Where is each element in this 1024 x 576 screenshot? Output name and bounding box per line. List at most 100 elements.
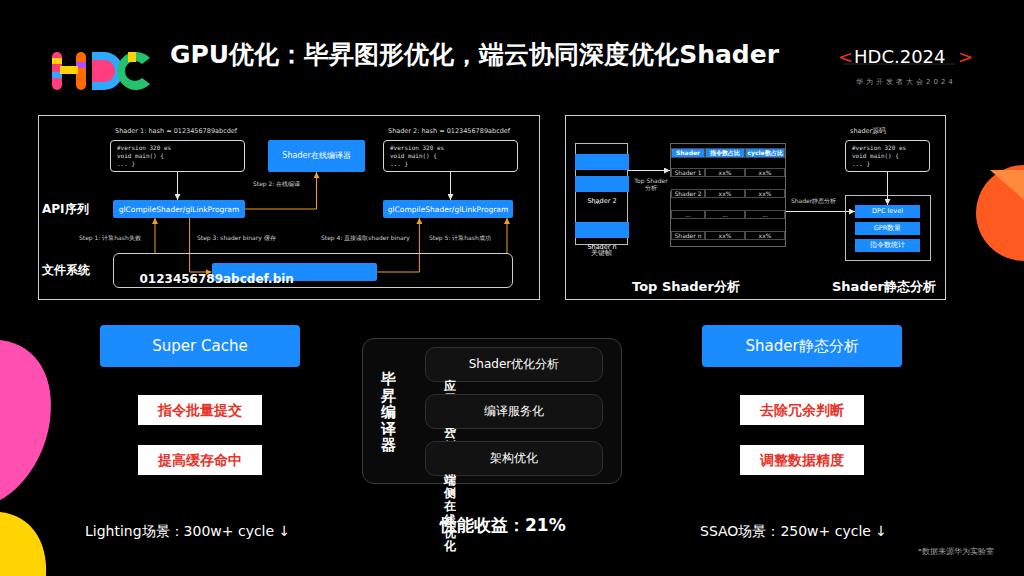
orange-shape [990,170,1024,200]
node-text: Shader [671,148,705,157]
sm-box: Shader n [575,222,629,238]
hdc-logo [52,52,150,90]
connector-arrow [786,211,855,212]
node-text: Shader 2 [671,189,705,198]
list-box: 关键帧Shader 1Shader 2Shader n [575,143,628,245]
node-text: Shader 1: hash = 0123456789abcdef [115,128,237,136]
text-label: Lighting场景：300w+ cycle ↓ [85,523,290,540]
text-label: API序列 [42,202,89,216]
blue-box: glCompileShader/glLinkProgram [113,200,245,218]
node-text: ... [745,210,785,219]
code-box: Shader 2: hash = 0123456789abcdef#versio… [383,140,518,172]
text-label: > [958,46,973,68]
node-text: glCompileShader/glLinkProgram [119,205,239,214]
blue8-box: Shader在线编译器 [268,140,365,172]
connector-arrow [155,218,156,253]
orange-shape [976,165,1024,261]
text-label: 性能收益：21% [440,515,566,535]
wbox-box: 指令批量提交 [138,395,262,425]
code-box: shader源码#version 320 es void main() { ..… [845,140,930,172]
node-text: 去除冗余判断 [760,402,844,419]
node-text: #version 320 es void main() { ... } [117,144,177,167]
node-text: xx% [705,168,745,177]
node-text: 调整数据精度 [760,452,844,469]
text-label: 华为开发者大会2024 [856,78,956,86]
connector-arrow [450,172,451,200]
node-text: 0123456789abcdef.bin [140,272,294,286]
edge-label: Shader静态分析 [790,197,837,204]
node-text: xx% [745,189,785,198]
blue-box: glCompileShader/glLinkProgram [383,200,513,218]
connector-arrow [190,218,212,272]
node-text: 指令批量提交 [158,402,242,419]
node-text: 文件系统 [42,263,90,277]
node-text: cycle数占比 [745,148,785,157]
node-text: xx% [705,231,745,240]
node-text: Shader在线编译器 [282,151,350,161]
row-box: 端侧在线优化架构优化 [425,441,603,476]
wbox-box: 去除冗余判断 [740,395,864,425]
ana-box: DPC level [855,205,920,218]
node-text: 架构优化 [490,451,538,465]
btn-box: Super Cache [100,325,300,367]
node-text: Shader 1 [671,168,705,177]
node-text: ... [671,210,705,219]
ana-box: GPR数量 [855,222,920,235]
node-text: 端侧在线优化 [444,474,456,553]
text-label: ... [594,198,601,206]
node-text: Shader 2 [575,198,629,206]
connector-arrow [245,172,317,209]
edge-label: Step 3: shader binary 缓存 [196,234,277,241]
text-label: SSAO场景：250w+ cycle ↓ [700,523,887,540]
node-text: 毕昇编译器 [381,371,396,454]
edge-label: Step 5: 计算hash成功 [428,234,492,241]
connector-arrow [507,218,508,253]
ana-box: 指令数统计 [855,239,920,252]
node-text: xx% [705,189,745,198]
wbox-box: 提高缓存命中 [138,445,262,475]
text-label: Shader静态分析 [832,279,936,295]
table-box: Shader指令数占比cycle数占比Shader 1xx%xx%Shader … [670,143,786,247]
btn-box: Shader静态分析 [702,325,902,367]
blue-box: 0123456789abcdef.bin [212,263,377,281]
node-text: Shader静态分析 [745,337,858,355]
node-text: #version 320 es void main() { ... } [390,144,450,167]
connector-arrow [377,218,420,272]
text-label: *数据来源华为实验室 [918,547,994,556]
edge-label: Top Shader分析 [631,177,671,191]
connector-arrow [177,172,178,200]
connector-arrow [887,172,888,205]
slide-title: GPU优化：毕昇图形优化，端云协同深度优化Shader [170,40,779,70]
node-text: 编译服务化 [484,404,544,418]
text-label: Top Shader分析 [632,279,740,295]
node-text: 指令数统计 [870,242,905,250]
node-text: 提高缓存命中 [158,452,242,469]
node-text: Super Cache [152,337,247,355]
pink-shape [0,340,51,500]
node-text: 关键帧 [576,250,627,258]
node-text: GPR数量 [874,225,901,233]
row-box: 云侧优化编译服务化 [425,394,603,429]
text-label: < [838,46,853,68]
row-box: 应用优化Shader优化分析 [425,347,603,382]
node-text: 指令数占比 [705,148,745,157]
analysis-box [846,196,931,261]
node-text: DPC level [872,208,903,216]
node-text: xx% [745,231,785,240]
node-text: Shader 2: hash = 0123456789abcdef [388,128,510,136]
node-text: Shader n [575,244,629,252]
yellow-shape [0,512,46,576]
left-panel [39,116,540,300]
connector-arrow [628,170,670,171]
node-text: glCompileShader/glLinkProgram [388,205,508,214]
text-label: HDC.2024 [854,46,946,68]
sm-box: Shader 2 [575,176,629,192]
code-box: Shader 1: hash = 0123456789abcdef#versio… [110,140,245,172]
sm-box: Shader 1 [575,154,629,170]
node-text: #version 320 es void main() { ... } [852,144,912,167]
edge-label: Step 4: 直接读取shader binary [320,234,411,241]
node-text: Shader n [671,231,705,240]
node-text: Shader优化分析 [469,357,560,371]
right-panel [566,116,946,300]
